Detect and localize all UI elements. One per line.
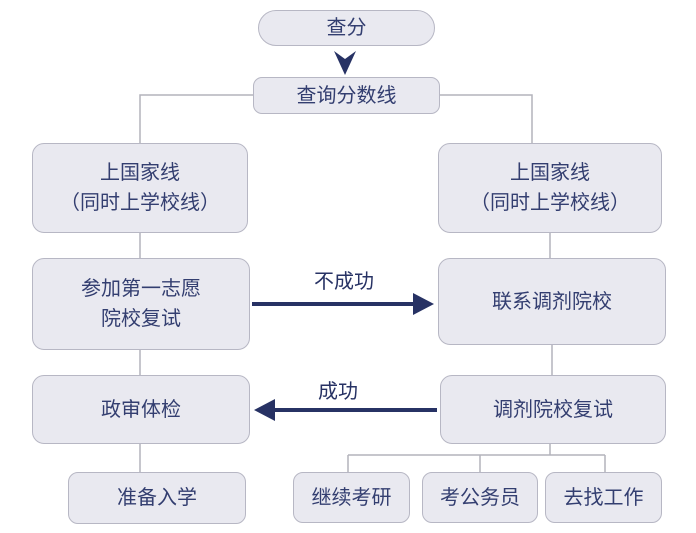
node-find-job: 去找工作 <box>545 472 662 523</box>
node-civil-service-exam: 考公务员 <box>422 472 538 523</box>
node-check-score: 查分 <box>258 10 435 46</box>
connector-query-to-right-national <box>440 94 533 143</box>
edge-label-unsuccessful: 不成功 <box>314 271 374 293</box>
arrow-left-icon <box>254 399 275 421</box>
arrow-down-icon <box>334 51 356 75</box>
node-national-line-left: 上国家线 （同时上学校线） <box>32 143 248 233</box>
node-continue-postgrad-exam: 继续考研 <box>293 472 410 523</box>
node-first-choice-retest: 参加第一志愿 院校复试 <box>32 258 250 350</box>
node-political-review-physical: 政审体检 <box>32 375 250 444</box>
edge-label-successful: 成功 <box>318 381 358 403</box>
node-contact-adjustment: 联系调剂院校 <box>438 258 666 345</box>
arrow-right-icon <box>413 293 434 315</box>
node-adjustment-retest: 调剂院校复试 <box>440 375 666 444</box>
node-query-cutoff-line: 查询分数线 <box>253 77 440 114</box>
node-prepare-enrollment: 准备入学 <box>68 472 246 524</box>
connector-adjust-retest-branch <box>347 444 606 472</box>
node-national-line-right: 上国家线 （同时上学校线） <box>438 143 662 233</box>
connector-query-to-left-national <box>139 94 253 143</box>
